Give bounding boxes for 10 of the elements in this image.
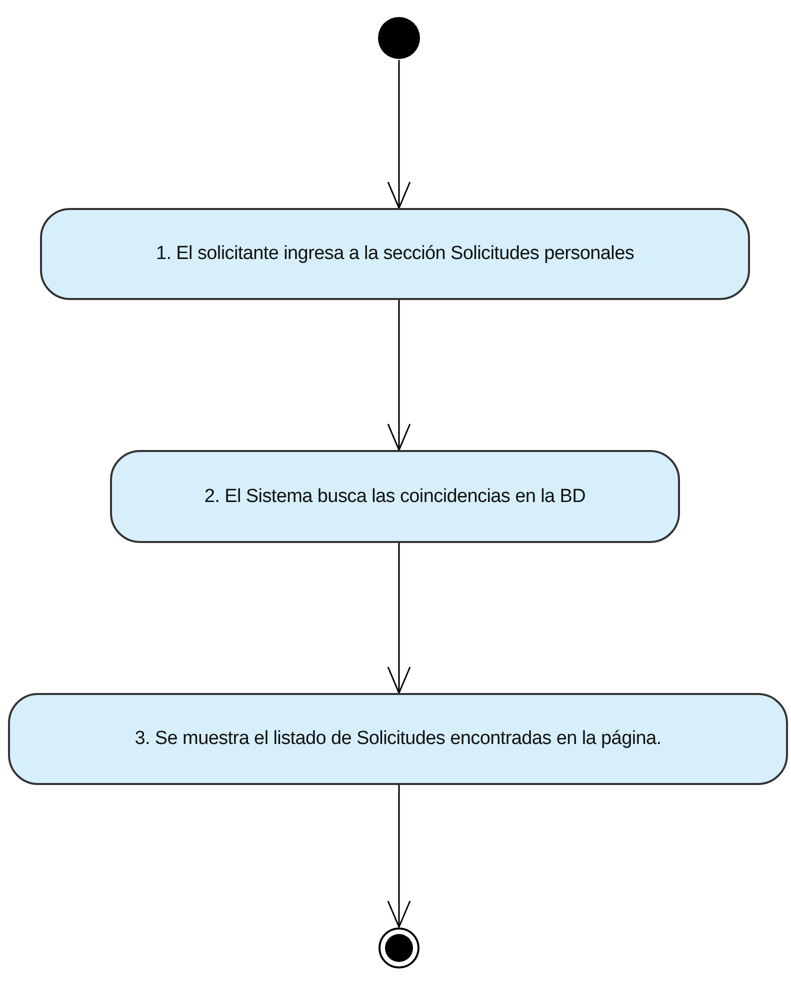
arrow: [387, 543, 411, 694]
action-label: 2. El Sistema busca las coincidencias en la BD: [204, 486, 586, 508]
action-box: [8, 693, 788, 785]
arrow: [387, 785, 411, 928]
arrow: [387, 60, 411, 209]
action-box: [40, 208, 750, 300]
action-box: [110, 450, 680, 543]
action-label: 1. El solicitante ingresa a la sección Solicitudes personales: [156, 243, 634, 265]
arrow: [387, 300, 411, 451]
action-label: 3. Se muestra el listado de Solicitudes encontradas en la página.: [134, 728, 662, 750]
